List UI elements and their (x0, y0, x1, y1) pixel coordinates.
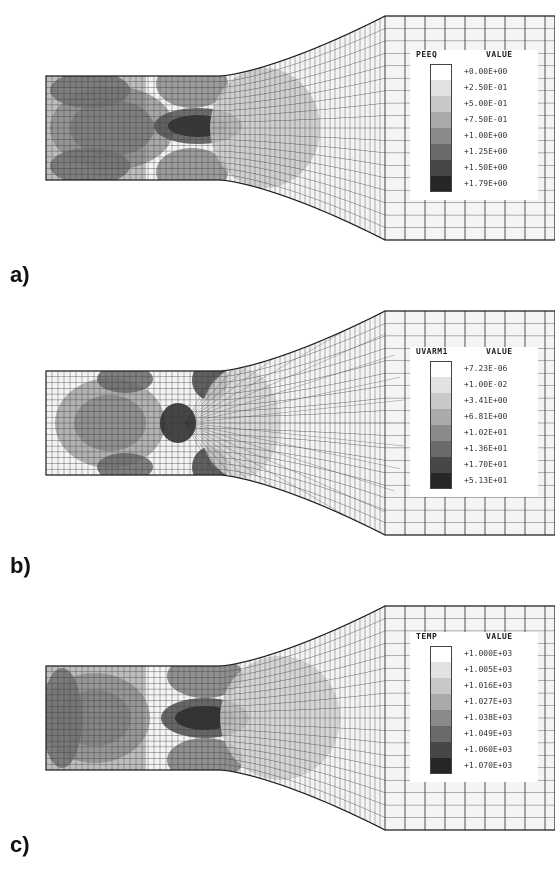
panel-c: TEMP VALUE +1.000E+03 +1.005E+03 +1.016E+0… (0, 590, 555, 872)
legend-value: +6.81E+00 (464, 412, 508, 421)
legend-row: +1.038E+03 (430, 710, 534, 726)
legend-row: +1.049E+03 (430, 726, 534, 742)
legend-row: +1.016E+03 (430, 678, 534, 694)
legend-row: +5.13E+01 (430, 473, 534, 489)
legend-row: +2.50E-01 (430, 80, 534, 96)
legend-value: +1.79E+00 (464, 179, 508, 188)
mesh-outline (45, 605, 555, 831)
legend-row: +1.25E+00 (430, 144, 534, 160)
legend-row: +1.36E+01 (430, 441, 534, 457)
legend-row: +0.00E+00 (430, 64, 534, 80)
legend-row: +1.000E+03 (430, 646, 534, 662)
legend-swatch (430, 96, 452, 112)
legend-value: +2.50E-01 (464, 83, 508, 92)
legend-swatch (430, 758, 452, 774)
legend-value: +1.038E+03 (464, 713, 513, 722)
legend-value: +5.00E-01 (464, 99, 508, 108)
panel-label: b) (10, 553, 31, 578)
legend-swatch (430, 694, 452, 710)
legend-value: +0.00E+00 (464, 67, 508, 76)
legend-value: +1.70E+01 (464, 460, 508, 469)
legend-swatch (430, 710, 452, 726)
legend-row: +1.79E+00 (430, 176, 534, 192)
legend-value: +1.016E+03 (464, 681, 513, 690)
legend-swatch (430, 409, 452, 425)
legend-value: +1.36E+01 (464, 444, 508, 453)
legend-value: +1.00E+00 (464, 131, 508, 140)
legend-value: +1.00E-02 (464, 380, 508, 389)
legend-value: +1.02E+01 (464, 428, 508, 437)
legend-row: +1.00E-02 (430, 377, 534, 393)
legend-row: +1.50E+00 (430, 160, 534, 176)
legend-title: TEMP (416, 632, 438, 641)
legend-swatch (430, 662, 452, 678)
legend-title: PEEQ (416, 50, 438, 59)
legend-swatch (430, 144, 452, 160)
legend-swatch (430, 128, 452, 144)
legend-swatch (430, 80, 452, 96)
legend-value: +7.50E-01 (464, 115, 508, 124)
legend-value: +1.000E+03 (464, 649, 513, 658)
legend-swatch (430, 473, 452, 489)
contour-legend: TEMP VALUE +1.000E+03 +1.005E+03 +1.016E+0… (410, 632, 538, 782)
legend-value: +1.005E+03 (464, 665, 513, 674)
panel-label: a) (10, 262, 30, 287)
contour-legend: UVARM1 VALUE +7.23E-06 +1.00E-02 +3.41E+00… (410, 347, 538, 497)
legend-swatch (430, 160, 452, 176)
legend-row: +1.070E+03 (430, 758, 534, 774)
legend-swatch (430, 457, 452, 473)
legend-row: +7.50E-01 (430, 112, 534, 128)
legend-value: +1.070E+03 (464, 761, 513, 770)
legend-value: +1.060E+03 (464, 745, 513, 754)
legend-row: +1.060E+03 (430, 742, 534, 758)
legend-value: +1.049E+03 (464, 729, 513, 738)
panel-a: PEEQ VALUE +0.00E+00 +2.50E-01 +5.00E-01 +7… (0, 0, 555, 290)
legend-value-heading: VALUE (486, 632, 513, 641)
legend-row: +7.23E-06 (430, 361, 534, 377)
legend-swatch (430, 678, 452, 694)
legend-row: +1.005E+03 (430, 662, 534, 678)
legend-value: +1.25E+00 (464, 147, 508, 156)
legend-row: +6.81E+00 (430, 409, 534, 425)
legend-value: +1.027E+03 (464, 697, 513, 706)
legend-title: UVARM1 (416, 347, 448, 356)
legend-row: +1.00E+00 (430, 128, 534, 144)
mesh-outline (45, 310, 555, 536)
legend-value: +3.41E+00 (464, 396, 508, 405)
legend-swatch (430, 393, 452, 409)
legend-row: +5.00E-01 (430, 96, 534, 112)
legend-row: +3.41E+00 (430, 393, 534, 409)
legend-swatch (430, 361, 452, 377)
legend-swatch (430, 176, 452, 192)
legend-swatch (430, 726, 452, 742)
panel-b: UVARM1 VALUE +7.23E-06 +1.00E-02 +3.41E+00… (0, 295, 555, 585)
legend-swatch (430, 646, 452, 662)
legend-swatch (430, 441, 452, 457)
legend-row: +1.027E+03 (430, 694, 534, 710)
legend-value: +7.23E-06 (464, 364, 508, 373)
legend-value: +5.13E+01 (464, 476, 508, 485)
mesh-outline (45, 15, 555, 241)
legend-row: +1.02E+01 (430, 425, 534, 441)
legend-swatch (430, 425, 452, 441)
legend-swatch (430, 742, 452, 758)
legend-swatch (430, 377, 452, 393)
legend-value: +1.50E+00 (464, 163, 508, 172)
legend-value-heading: VALUE (486, 50, 513, 59)
legend-swatch (430, 64, 452, 80)
legend-value-heading: VALUE (486, 347, 513, 356)
panel-label: c) (10, 832, 30, 857)
contour-legend: PEEQ VALUE +0.00E+00 +2.50E-01 +5.00E-01 +7… (410, 50, 538, 200)
legend-swatch (430, 112, 452, 128)
legend-row: +1.70E+01 (430, 457, 534, 473)
